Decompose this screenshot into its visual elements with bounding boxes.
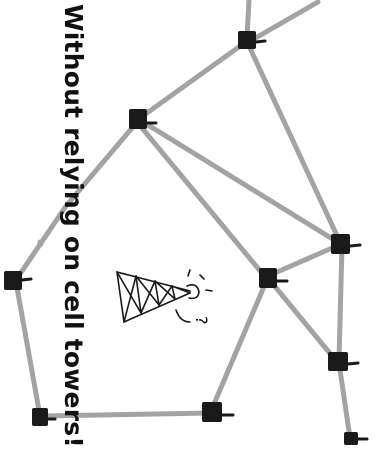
link-node-e-to-node-f: [268, 278, 337, 362]
mesh-device-icon: [344, 432, 367, 445]
link-node-a-to-node-d: [249, 46, 339, 240]
link-node-f-to-node-i: [339, 363, 350, 438]
link-node-e-to-node-h: [211, 282, 266, 411]
link-node-b-to-node-e: [137, 122, 266, 278]
tower-question-mark: ?: [192, 316, 211, 325]
link-top-right-to-node-a: [252, 2, 318, 40]
link-node-e-to-node-d: [268, 245, 339, 276]
link-stray-dot: [40, 242, 41, 244]
link-node-d-to-node-f: [339, 245, 342, 360]
diagram-caption: Without relying on cell towers!: [61, 4, 86, 448]
mesh-device-icon: [331, 234, 360, 254]
mesh-device-icon: [4, 271, 31, 290]
question-mark: ?: [192, 316, 211, 325]
mesh-device-icon: [328, 352, 358, 371]
cell-tower-icon: [117, 270, 212, 322]
link-node-c-to-node-g: [16, 282, 40, 416]
mesh-device-icon: [202, 402, 233, 422]
link-node-a-to-node-b: [140, 44, 243, 118]
